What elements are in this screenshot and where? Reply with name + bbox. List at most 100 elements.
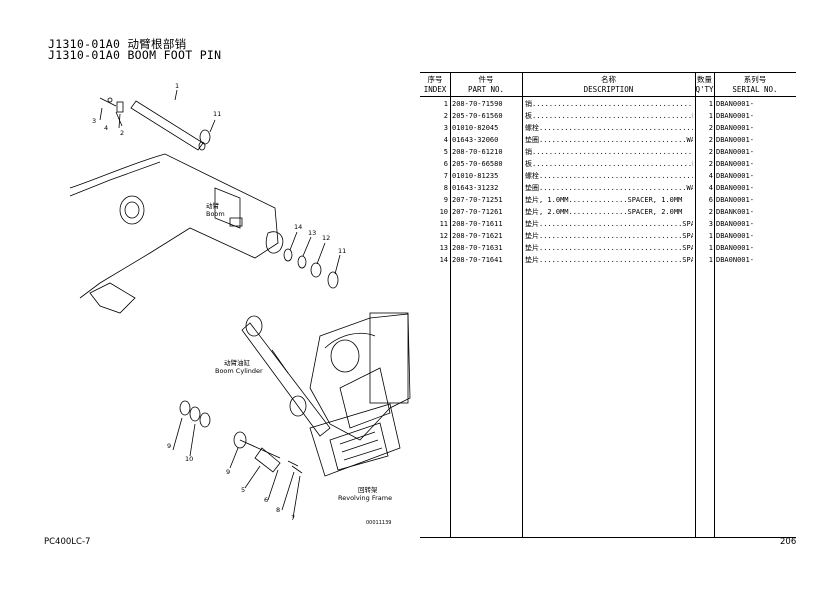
row-description: 垫片, 1.0MM..............SPACER, 1.0MM — [525, 196, 683, 204]
svg-text:4: 4 — [104, 124, 108, 132]
svg-text:3: 3 — [92, 117, 96, 125]
row-description: 垫圈...................................WAS… — [525, 136, 693, 144]
svg-text:12: 12 — [322, 234, 330, 242]
row-serial: DBAN0001- — [716, 112, 754, 120]
row-part-no: 207-70-71261 — [452, 208, 503, 216]
row-index: 4 — [443, 136, 448, 144]
parts-rows: 1 208-70-71590 销..........................… — [420, 98, 796, 266]
row-part-no: 208-70-71590 — [452, 100, 503, 108]
row-qty: 2 — [708, 148, 713, 156]
drawing-number: 00011139 — [366, 520, 391, 526]
svg-text:2: 2 — [120, 129, 124, 137]
row-description: 板......................................P… — [525, 112, 693, 120]
row-description: 垫圈...................................WAS… — [525, 184, 693, 192]
row-index: 1 — [443, 100, 448, 108]
svg-text:5: 5 — [241, 486, 245, 494]
table-row: 7 01010-81235 螺栓..........................… — [420, 170, 796, 182]
row-part-no: 01010-81235 — [452, 172, 499, 180]
row-description: 销.......................................… — [525, 100, 693, 108]
table-row: 6 205-70-66580 板..........................… — [420, 158, 796, 170]
row-part-no: 205-70-66580 — [452, 160, 503, 168]
row-qty: 1 — [708, 256, 713, 264]
row-description: 垫片..................................SPAC… — [525, 244, 693, 252]
row-part-no: 208-70-71631 — [452, 244, 503, 252]
row-description: 螺栓.....................................B… — [525, 124, 693, 132]
frame-label-en: Revolving Frame — [338, 494, 392, 502]
row-part-no: 01643-31232 — [452, 184, 499, 192]
row-description: 垫片, 2.0MM..............SPACER, 2.0MM — [525, 208, 683, 216]
svg-text:11: 11 — [213, 110, 221, 118]
row-part-no: 208-70-61210 — [452, 148, 503, 156]
row-description: 螺栓.....................................B… — [525, 172, 693, 180]
row-qty: 2 — [708, 160, 713, 168]
model-number: PC400LC-7 — [44, 537, 91, 547]
row-index: 5 — [443, 148, 448, 156]
row-serial: DBANK001- — [716, 208, 754, 216]
row-index: 14 — [439, 256, 448, 264]
svg-text:11: 11 — [338, 247, 346, 255]
svg-text:9: 9 — [226, 468, 230, 476]
row-index: 6 — [443, 160, 448, 168]
row-qty: 4 — [708, 172, 713, 180]
row-qty: 4 — [708, 184, 713, 192]
row-qty: 2 — [708, 208, 713, 216]
row-part-no: 208-70-71611 — [452, 220, 503, 228]
svg-text:9: 9 — [167, 442, 171, 450]
row-qty: 2 — [708, 124, 713, 132]
page-title-cn: J1310-01A0 动臂根部销 — [48, 37, 187, 51]
row-description: 板......................................P… — [525, 160, 693, 168]
boom-label-en: Boom — [206, 210, 225, 218]
table-row: 10 207-70-71261 垫片, 2.0MM..............SPA… — [420, 206, 796, 218]
row-part-no: 208-70-71621 — [452, 232, 503, 240]
row-serial: DBAN0001- — [716, 196, 754, 204]
svg-text:14: 14 — [294, 223, 302, 231]
row-index: 11 — [439, 220, 448, 228]
row-serial: DBAN0001- — [716, 172, 754, 180]
row-serial: DBAN0001- — [716, 244, 754, 252]
row-index: 13 — [439, 244, 448, 252]
table-row: 14 208-70-71641 垫片........................… — [420, 254, 796, 266]
boom-label-cn: 动臂 — [206, 201, 220, 210]
row-description: 垫片..................................SPAC… — [525, 256, 693, 264]
row-index: 9 — [443, 196, 448, 204]
svg-text:7: 7 — [291, 514, 295, 522]
svg-text:10: 10 — [185, 455, 193, 463]
svg-text:1: 1 — [175, 82, 179, 90]
row-index: 10 — [439, 208, 448, 216]
table-row: 1 208-70-71590 销..........................… — [420, 98, 796, 110]
cylinder-label-cn: 动臂油缸 — [224, 358, 251, 367]
row-qty: 1 — [708, 112, 713, 120]
page-title-en: J1310-01A0 BOOM FOOT PIN — [48, 48, 222, 62]
row-qty: 6 — [708, 196, 713, 204]
cylinder-label-en: Boom Cylinder — [215, 367, 263, 375]
table-row: 13 208-70-71631 垫片........................… — [420, 242, 796, 254]
row-serial: DBAN0001- — [716, 160, 754, 168]
row-serial: DBAN0001- — [716, 124, 754, 132]
page-number: 206 — [780, 537, 797, 547]
table-row: 2 205-70-61560 板..........................… — [420, 110, 796, 122]
row-part-no: 205-70-61560 — [452, 112, 503, 120]
row-qty: 2 — [708, 136, 713, 144]
row-index: 7 — [443, 172, 448, 180]
row-qty: 1 — [708, 244, 713, 252]
exploded-view-diagram: 1 2 3 4 11 14 13 12 11 9 10 9 5 6 8 7 动臂… — [69, 82, 411, 526]
row-part-no: 208-70-71641 — [452, 256, 503, 264]
row-part-no: 01010-82045 — [452, 124, 499, 132]
row-index: 12 — [439, 232, 448, 240]
frame-label-cn: 回转架 — [358, 485, 378, 494]
row-serial: DBA0N001- — [716, 256, 754, 264]
row-qty: 1 — [708, 100, 713, 108]
row-serial: DBAN0001- — [716, 148, 754, 156]
row-index: 2 — [443, 112, 448, 120]
